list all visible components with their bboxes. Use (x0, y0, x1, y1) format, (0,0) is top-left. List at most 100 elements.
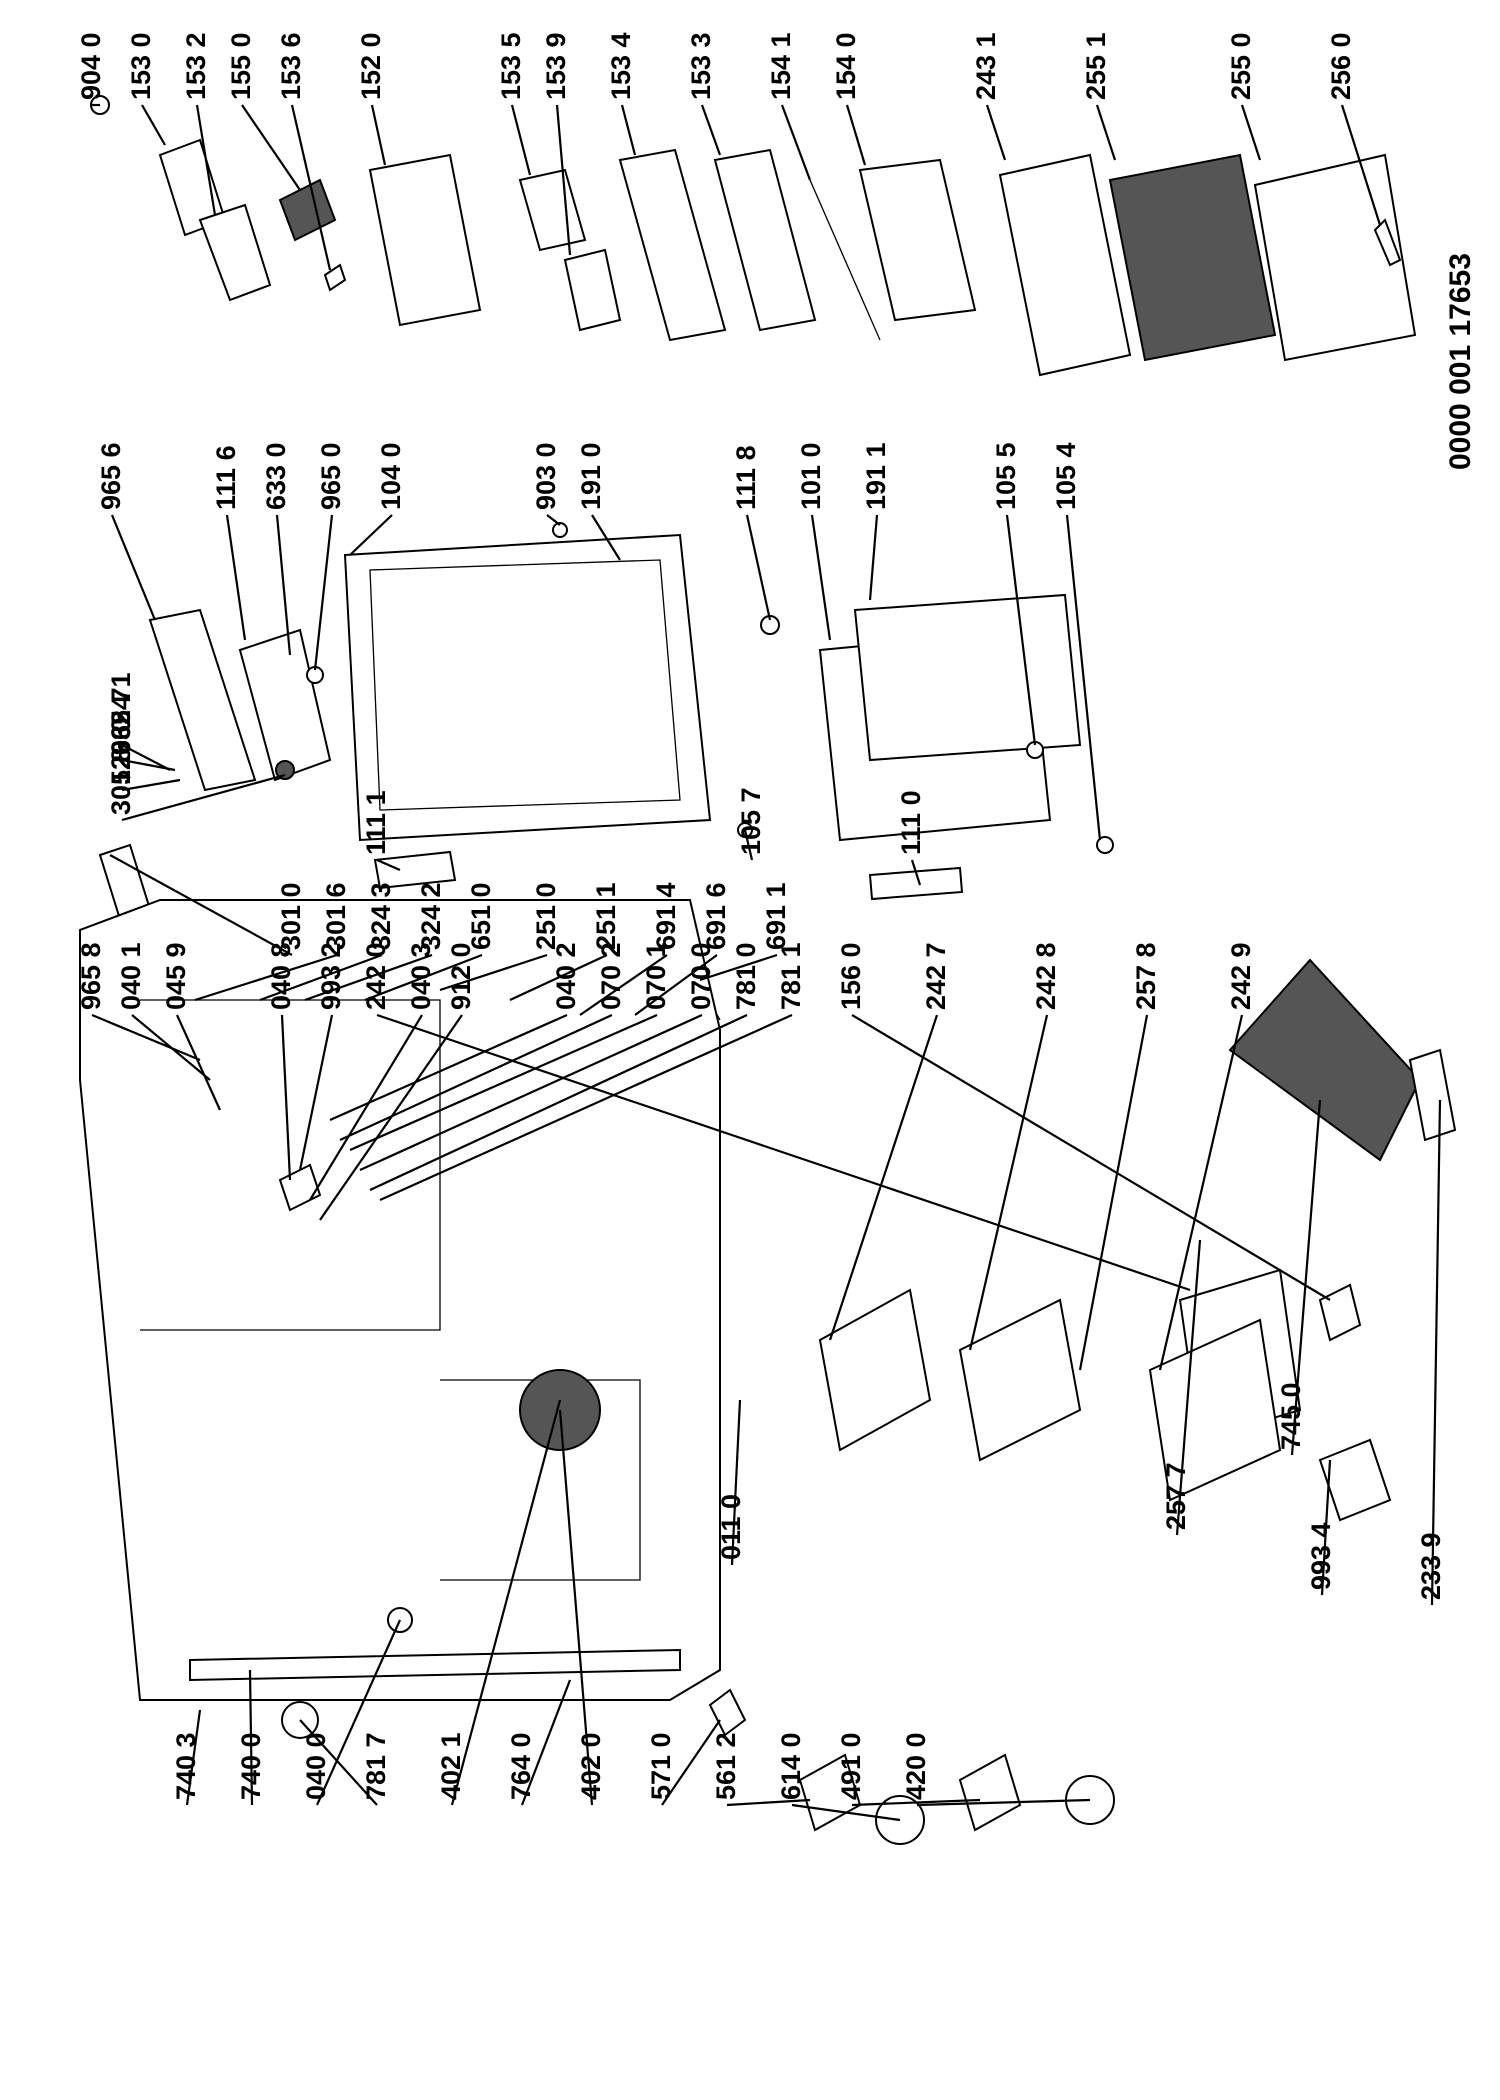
callout-label: 740 3 (171, 1732, 201, 1800)
leader-line (851, 1798, 981, 1807)
leader-line (339, 1014, 613, 1141)
leader-line (745, 514, 772, 621)
leader-line (241, 104, 301, 191)
leader-line (109, 854, 293, 956)
part-993-4 (1318, 1438, 1392, 1522)
callout-label: 111 6 (211, 445, 241, 510)
part-154-0 (858, 158, 977, 322)
callout-label: 156 0 (836, 942, 866, 1010)
callout-label: 105 7 (736, 787, 766, 855)
callout-label: 070 1 (641, 942, 671, 1010)
part-571-0 (708, 1688, 747, 1737)
condenser-group (1228, 958, 1457, 1162)
callout-label: 251 1 (591, 882, 621, 950)
part-111-0 (868, 866, 964, 901)
callout-label: 781 7 (361, 1732, 391, 1800)
callout-label: 153 0 (126, 32, 156, 100)
part-242-7 (818, 1288, 932, 1452)
leader-line (450, 1399, 562, 1806)
callout-label: 153 4 (606, 32, 636, 100)
leader-line (121, 744, 171, 771)
callout-label: 420 0 (901, 1732, 931, 1800)
leader-line (195, 104, 217, 216)
callout-label: 255 0 (1226, 32, 1256, 100)
callout-label: 903 0 (531, 442, 561, 510)
callout-label: 153 9 (541, 32, 571, 100)
callout-label: 781 0 (731, 942, 761, 1010)
leader-line (275, 514, 292, 656)
leader-line (1158, 1014, 1244, 1371)
leader-line (510, 104, 532, 176)
leader-line (91, 1013, 201, 1062)
callout-label: 781 1 (776, 942, 806, 1010)
callout-label: 614 0 (776, 1732, 806, 1800)
leader-line (1320, 1459, 1332, 1596)
callout-label: 904 0 (76, 32, 106, 100)
callout-label: 256 0 (1326, 32, 1356, 100)
callout-label: 011 0 (716, 1494, 746, 1560)
part-233-9 (1408, 1048, 1457, 1142)
callout-label: 154 1 (766, 32, 796, 100)
leader-line (259, 953, 383, 1002)
part-301-8 (275, 760, 295, 780)
callout-label: 402 1 (436, 1732, 466, 1800)
callout-label: 101 0 (796, 442, 826, 510)
callout-label: 242 8 (1031, 942, 1061, 1010)
callout-label: 040 1 (116, 942, 146, 1010)
accessories-group (90, 95, 1417, 377)
callout-label: 633 0 (261, 442, 291, 510)
callout-label: 257 8 (1131, 942, 1161, 1010)
callout-label: 491 0 (836, 1732, 866, 1800)
callout-label: 191 0 (576, 442, 606, 510)
leader-line (555, 104, 572, 256)
callout-label: 154 0 (831, 32, 861, 100)
part-491-0 (958, 1753, 1022, 1832)
callout-label: 651 0 (466, 882, 496, 950)
part-control-panel (148, 608, 257, 792)
part-153-9 (563, 248, 622, 332)
callout-label: 111 8 (731, 445, 761, 510)
part-cabinet (79, 899, 721, 1701)
callout-label: 242 9 (1226, 942, 1256, 1010)
part-153-5 (518, 168, 587, 252)
leader-line (379, 1013, 793, 1202)
door-group (148, 522, 1114, 901)
callout-label: 993 2 (316, 942, 346, 1010)
leader-line (131, 1014, 211, 1081)
leader-line (1095, 104, 1117, 161)
callout-label: 912 0 (446, 942, 476, 1010)
leader-line (304, 953, 433, 1002)
leader-line (359, 1013, 703, 1172)
callout-label: 153 5 (496, 32, 526, 100)
leader-line (439, 953, 548, 992)
callout-label: 301 8 (106, 747, 136, 815)
part-cabinet-fridge-compartment (140, 999, 441, 1331)
leader-line (299, 1719, 378, 1806)
leader-line (364, 953, 483, 1002)
callout-label: 324 2 (416, 882, 446, 950)
leader-line (700, 104, 722, 156)
callout-label: 153 2 (181, 32, 211, 100)
part-111-6 (238, 628, 332, 782)
callout-label: 745 0 (1276, 1382, 1306, 1450)
leader-line (868, 514, 879, 601)
callout-label: 243 1 (971, 32, 1001, 100)
part-255-1 (1108, 153, 1277, 362)
callout-label: 191 1 (861, 442, 891, 510)
part-191-1 (853, 593, 1082, 762)
document-id: 0000 001 17653 (1444, 253, 1477, 470)
leader-line (194, 953, 338, 1002)
leader-line (558, 1409, 594, 1806)
leader-line (313, 514, 334, 671)
callout-label: 040 0 (301, 1732, 331, 1800)
callout-label: 993 4 (1306, 1522, 1336, 1590)
leader-line (851, 1014, 1331, 1301)
leader-line (910, 859, 922, 886)
leader-line (968, 1014, 1049, 1351)
leader-line (1340, 104, 1382, 226)
callout-label: 070 0 (686, 942, 716, 1010)
leader-line (520, 1679, 572, 1806)
leader-line (1430, 1099, 1442, 1606)
